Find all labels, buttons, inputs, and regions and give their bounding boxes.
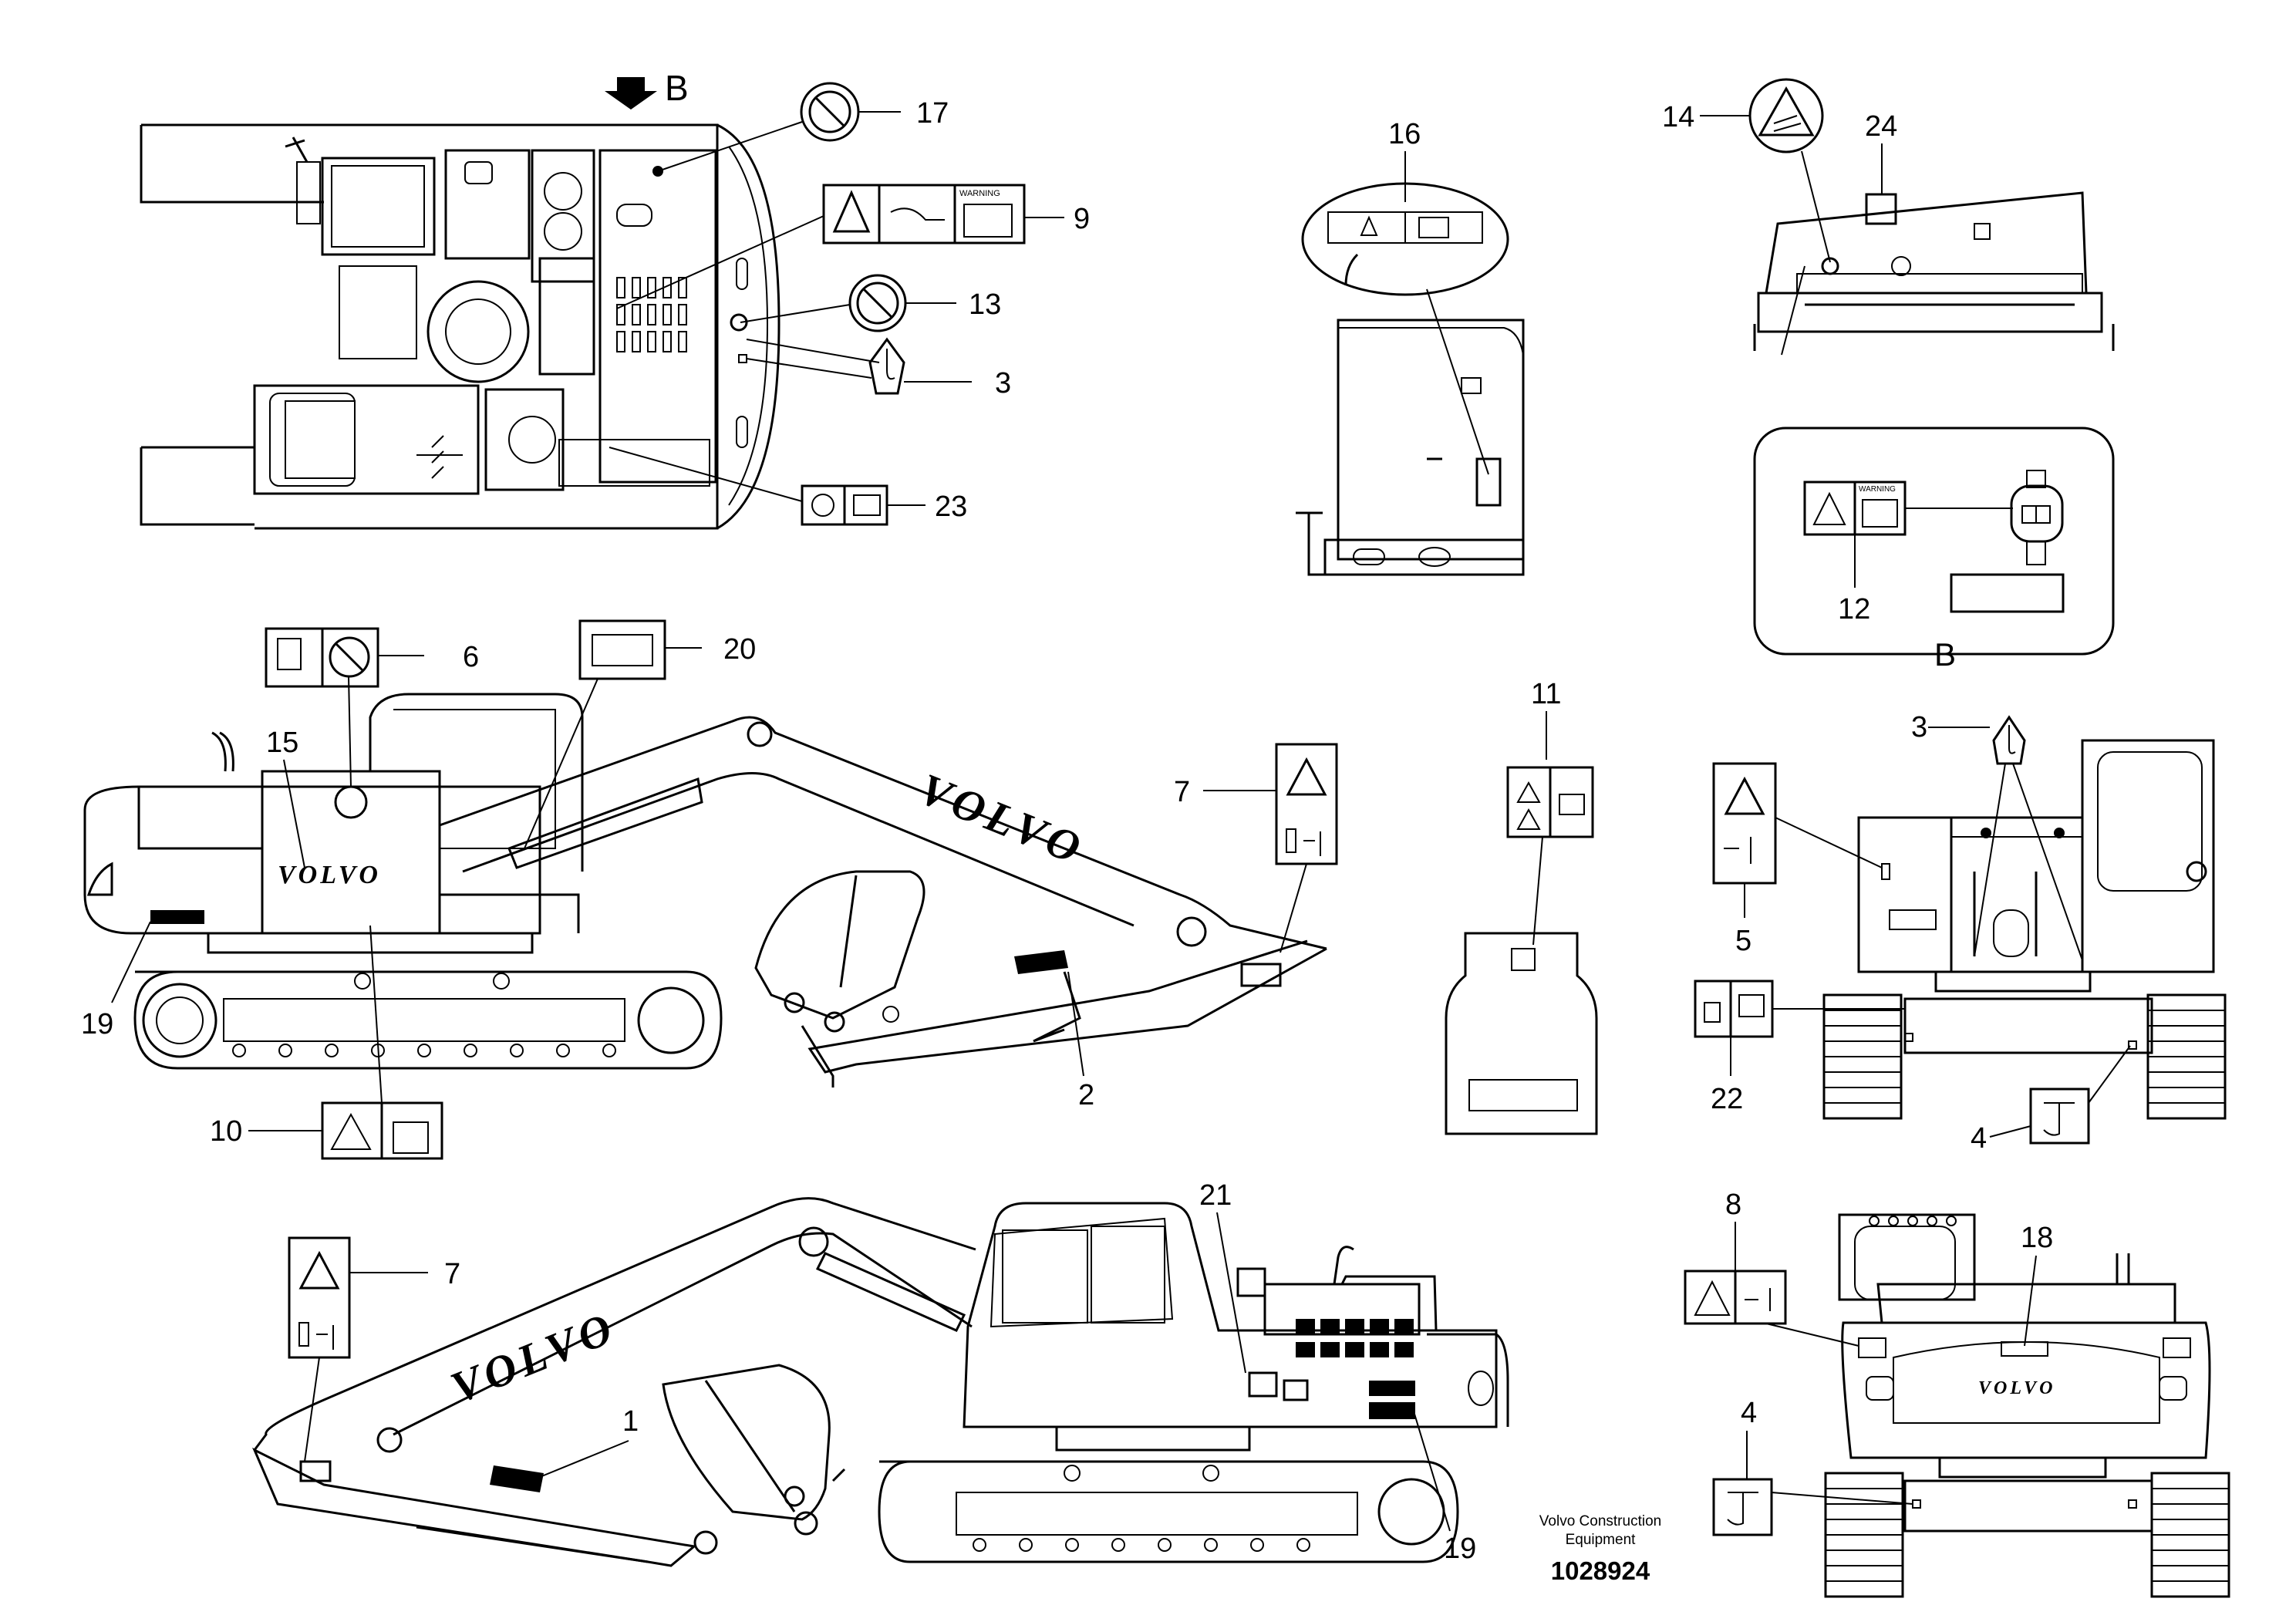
rear-view-decals: 8 18 4 bbox=[1684, 1189, 2053, 1536]
callout-4-lower: 4 bbox=[1741, 1397, 1757, 1429]
callout-8: 8 bbox=[1725, 1189, 1741, 1221]
decal-23-fuel-manual: 23 bbox=[609, 447, 967, 526]
decal-17-no-step: 17 bbox=[657, 82, 949, 172]
detail-b-label: B bbox=[1934, 636, 1956, 673]
callout-17: 17 bbox=[916, 97, 949, 130]
front-view-right bbox=[1822, 739, 2227, 1120]
drawing-number: 1028924 bbox=[1551, 1556, 1650, 1585]
detail-b: WARNING 12 B bbox=[1753, 427, 2115, 673]
callout-4-upper: 4 bbox=[1971, 1122, 1987, 1155]
callout-13: 13 bbox=[969, 288, 1001, 321]
view-b-label: B bbox=[665, 68, 689, 108]
callout-5: 5 bbox=[1735, 925, 1752, 957]
callout-2: 2 bbox=[1078, 1079, 1094, 1111]
brand-volvo-side-left: VOLVO bbox=[278, 861, 381, 889]
callout-7-upper: 7 bbox=[1174, 776, 1190, 808]
callout-24: 24 bbox=[1865, 110, 1897, 143]
callout-15: 15 bbox=[266, 727, 298, 759]
callout-21: 21 bbox=[1199, 1179, 1232, 1212]
brand-volvo-rear: VOLVO bbox=[1978, 1378, 2055, 1398]
callout-16: 16 bbox=[1388, 118, 1421, 150]
callout-22: 22 bbox=[1711, 1083, 1743, 1115]
side-view-right: VOLVO bbox=[252, 1197, 1509, 1567]
view-b-indicator: B bbox=[605, 68, 689, 110]
decal-7-side-right: 7 bbox=[288, 1236, 460, 1462]
callout-19-right: 19 bbox=[1444, 1533, 1476, 1565]
detail-11: 11 bbox=[1445, 678, 1598, 1135]
decal-20-battery: 20 bbox=[524, 619, 756, 849]
top-view-machine bbox=[140, 123, 781, 530]
decal-9-warning: WARNING 9 bbox=[616, 184, 1090, 309]
decal-10-warning: 10 bbox=[210, 925, 443, 1160]
callout-3-top: 3 bbox=[995, 367, 1011, 400]
warning-text-9: WARNING bbox=[959, 189, 1000, 198]
callout-9: 9 bbox=[1074, 203, 1090, 235]
vent-grille bbox=[616, 277, 687, 352]
callout-18: 18 bbox=[2021, 1222, 2053, 1254]
decal-13-prohibition: 13 bbox=[740, 274, 1001, 332]
callout-14: 14 bbox=[1662, 101, 1694, 133]
callout-7-lower: 7 bbox=[444, 1258, 460, 1290]
callout-11: 11 bbox=[1531, 678, 1561, 710]
decal-6-fuel: 6 bbox=[265, 627, 479, 819]
callout-19-left: 19 bbox=[81, 1008, 113, 1040]
callout-10: 10 bbox=[210, 1115, 242, 1148]
decal-3-lifting-hook: 3 bbox=[746, 337, 1011, 400]
callout-1: 1 bbox=[622, 1405, 639, 1438]
company-name-line1: Volvo Construction bbox=[1539, 1513, 1661, 1529]
rear-vents bbox=[1296, 1319, 1415, 1419]
brand-volvo-boom-right: VOLVO bbox=[444, 1302, 623, 1413]
brand-volvo-boom-left: VOLVO bbox=[912, 764, 1091, 875]
front-view-decals: 3 5 22 4 bbox=[1694, 711, 2131, 1155]
decal-7-side-left: 7 bbox=[1174, 743, 1338, 953]
callouts-side-right: 1 19 21 bbox=[539, 1179, 1476, 1565]
rear-view-right: VOLVO bbox=[1824, 1213, 2230, 1598]
callout-6: 6 bbox=[463, 641, 479, 673]
callout-3-right: 3 bbox=[1911, 711, 1927, 744]
down-arrow-icon bbox=[605, 77, 657, 110]
detail-16: 16 bbox=[1296, 118, 1525, 576]
callout-12: 12 bbox=[1838, 593, 1870, 626]
callout-23: 23 bbox=[935, 491, 967, 523]
warning-text-12: WARNING bbox=[1859, 485, 1896, 494]
title-block: Volvo Construction Equipment 1028924 bbox=[1539, 1513, 1661, 1585]
company-name-line2: Equipment bbox=[1566, 1532, 1637, 1548]
detail-14-24: 14 24 bbox=[1662, 78, 2115, 356]
callout-20: 20 bbox=[723, 633, 756, 666]
callouts-side-left: 15 19 2 bbox=[81, 727, 1094, 1111]
